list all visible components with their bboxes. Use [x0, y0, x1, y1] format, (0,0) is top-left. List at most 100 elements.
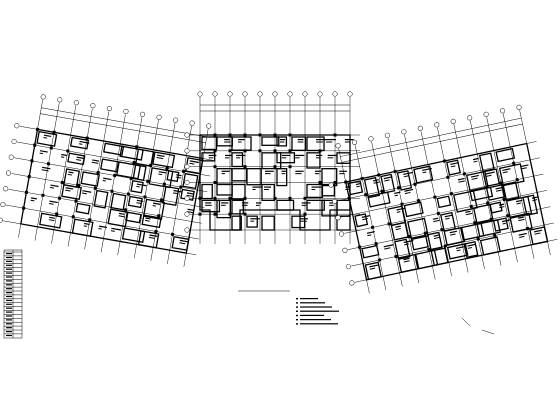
room-wall	[231, 215, 242, 231]
column	[416, 198, 421, 203]
column	[35, 127, 40, 132]
annotation-mark	[395, 225, 401, 228]
dimension-line	[341, 123, 523, 163]
annotation-mark	[373, 181, 381, 184]
column	[179, 185, 183, 189]
grid-bubble	[328, 182, 334, 188]
grid-bubble	[516, 104, 522, 110]
annotation-mark	[76, 156, 84, 159]
grid-bubble	[467, 115, 473, 121]
grid-bubble	[106, 105, 112, 112]
annotation-mark	[281, 170, 287, 172]
annotation-mark	[384, 247, 391, 250]
legend-row-text	[6, 256, 12, 259]
room-wall	[132, 164, 147, 182]
column	[243, 212, 247, 216]
room-wall	[397, 253, 420, 273]
annotation-mark	[327, 157, 334, 159]
annotation-mark	[404, 243, 410, 246]
legend-row-text	[6, 253, 12, 255]
grid-bubble	[11, 138, 17, 145]
legend-row-text	[6, 327, 12, 329]
column	[148, 163, 153, 168]
room-wall	[347, 180, 364, 196]
room-wall	[116, 161, 141, 180]
annotation-mark	[83, 225, 87, 227]
room-wall	[479, 236, 501, 256]
column	[498, 181, 503, 185]
annotation-mark	[136, 202, 141, 204]
column	[165, 166, 169, 171]
annotation-mark	[281, 173, 286, 175]
annotation-mark	[456, 249, 461, 252]
room-wall	[306, 136, 325, 152]
grid-line-v	[67, 108, 93, 247]
annotation-mark	[355, 182, 362, 186]
annotation-mark	[173, 189, 182, 193]
annotation-mark	[221, 173, 226, 175]
column	[54, 212, 59, 216]
grid-bubble	[335, 143, 341, 149]
legend-row-text	[6, 272, 12, 274]
column	[333, 133, 337, 137]
orientation-marker	[461, 317, 495, 335]
column	[24, 190, 29, 195]
room-wall	[482, 168, 501, 188]
legend-row-text	[6, 334, 12, 337]
column	[93, 186, 98, 191]
annotation-mark	[205, 204, 212, 206]
column	[333, 181, 337, 184]
room-wall	[119, 145, 144, 161]
room-wall	[171, 235, 190, 251]
room-wall	[61, 184, 82, 201]
column	[49, 146, 54, 150]
column	[213, 181, 217, 184]
column	[110, 189, 114, 193]
grid-line-v	[100, 114, 126, 253]
annotation-mark	[118, 212, 125, 215]
grid-bubble	[73, 100, 79, 106]
annotation-mark	[158, 173, 163, 176]
annotation-mark	[98, 225, 107, 229]
annotation-mark	[316, 139, 327, 141]
grid-bubble	[317, 91, 323, 97]
column	[135, 145, 139, 149]
annotation-mark	[175, 176, 182, 179]
legend-row-text	[6, 303, 12, 305]
legend-row-text	[6, 264, 12, 266]
room-wall	[394, 238, 411, 260]
column	[394, 254, 398, 259]
note-bullet	[296, 306, 298, 308]
annotation-mark	[110, 230, 115, 232]
grid-bubble	[434, 122, 440, 128]
grid-bubble	[417, 125, 423, 131]
legend-row-text	[6, 284, 12, 286]
annotation-mark	[344, 141, 350, 143]
grid-bubble	[197, 91, 203, 97]
grid-bubble	[242, 91, 248, 97]
room-wall	[380, 173, 396, 194]
column	[258, 133, 262, 137]
room-wall	[201, 136, 218, 151]
column	[511, 161, 516, 166]
column	[443, 244, 448, 248]
room-wall	[291, 215, 306, 229]
note-bullet	[296, 323, 298, 325]
grid-bubble	[331, 198, 338, 204]
annotation-mark	[396, 207, 406, 211]
annotation-mark	[145, 217, 151, 220]
column	[129, 176, 133, 181]
room-wall	[354, 213, 369, 228]
annotation-mark	[394, 191, 401, 195]
annotation-mark	[326, 141, 333, 143]
annotation-mark	[502, 171, 508, 174]
legend-row-text	[6, 268, 12, 270]
annotation-mark	[300, 220, 307, 222]
annotation-mark	[515, 199, 523, 203]
column	[213, 165, 217, 169]
annotation-mark	[395, 228, 401, 231]
left-wing-grid-bubbles	[0, 94, 212, 223]
annotation-mark	[61, 153, 68, 157]
annotation-mark	[404, 191, 411, 195]
annotation-mark	[156, 156, 164, 160]
